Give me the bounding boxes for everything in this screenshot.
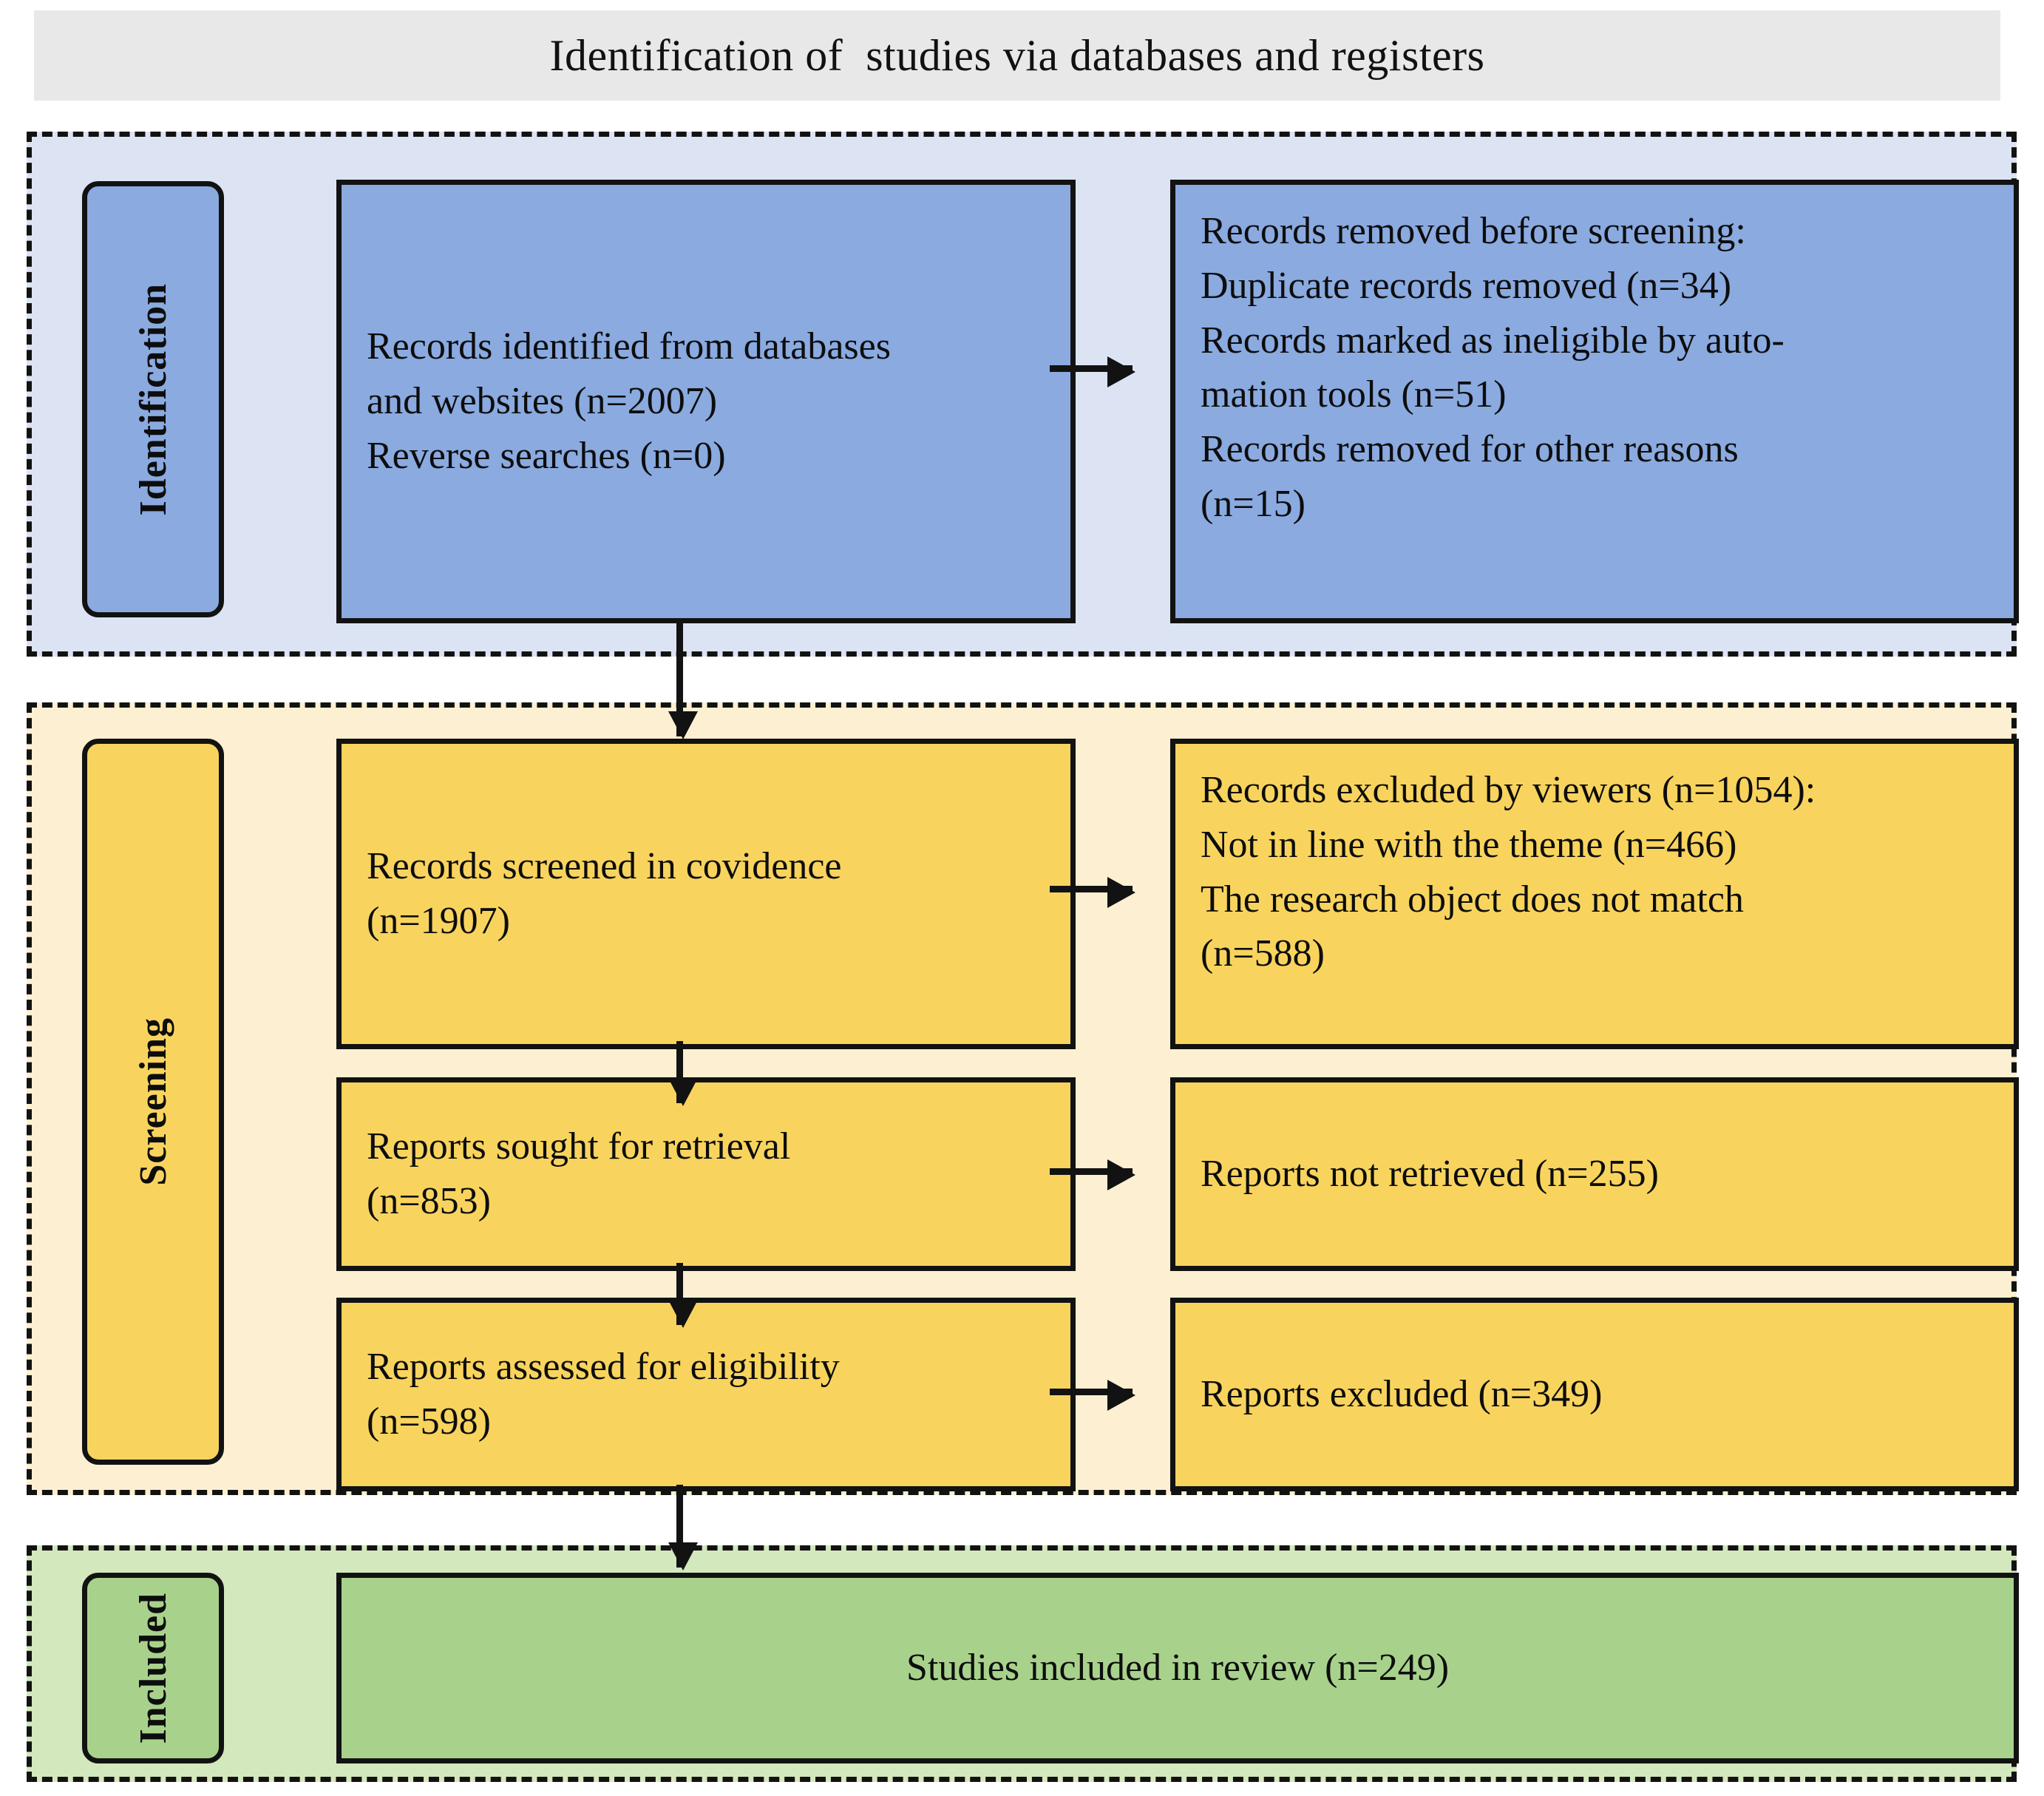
node-studies-included-in-review: Studies included in review (n=249) xyxy=(336,1573,2019,1763)
node-reports-excluded: Reports excluded (n=349) xyxy=(1170,1298,2019,1491)
arrow-down-identification-to-screening xyxy=(668,620,698,739)
node-studies-included-text: Studies included in review (n=249) xyxy=(906,1647,1450,1690)
stage-screening: Screening Records screened in covidence … xyxy=(27,702,2019,1495)
stage-label-identification-text: Identification xyxy=(132,282,174,516)
arrow-right-sought-to-not-retrieved xyxy=(1050,1159,1135,1190)
node-records-removed-before-screening: Records removed before screening: Duplic… xyxy=(1170,180,2019,623)
node-reports-excluded-text: Reports excluded (n=349) xyxy=(1201,1373,1603,1416)
node-reports-sought-text: Reports sought for retrieval (n=853) xyxy=(367,1125,791,1222)
node-records-excluded-text: Records excluded by viewers (n=1054): No… xyxy=(1201,769,1816,975)
node-records-removed-text: Records removed before screening: Duplic… xyxy=(1201,210,1785,526)
stage-label-included: Included xyxy=(82,1573,224,1763)
node-reports-assessed-text: Reports assessed for eligibility (n=598) xyxy=(367,1346,840,1443)
node-reports-sought-for-retrieval: Reports sought for retrieval (n=853) xyxy=(336,1077,1076,1271)
node-reports-assessed-for-eligibility: Reports assessed for eligibility (n=598) xyxy=(336,1298,1076,1491)
arrow-down-screened-to-sought xyxy=(668,1041,698,1106)
arrow-right-assessed-to-excluded xyxy=(1050,1380,1135,1411)
diagram-header-banner: Identification of studies via databases … xyxy=(34,10,2000,101)
node-records-screened-text: Records screened in covidence (n=1907) xyxy=(367,845,842,942)
node-records-screened: Records screened in covidence (n=1907) xyxy=(336,739,1076,1049)
stage-label-included-text: Included xyxy=(132,1592,174,1744)
stage-label-identification: Identification xyxy=(82,181,224,617)
node-reports-not-retrieved: Reports not retrieved (n=255) xyxy=(1170,1077,2019,1271)
page-title: Identification of studies via databases … xyxy=(549,30,1485,80)
arrow-down-sought-to-assessed xyxy=(668,1263,698,1328)
stage-included: Included Studies included in review (n=2… xyxy=(27,1545,2019,1782)
stage-label-screening: Screening xyxy=(82,739,224,1465)
node-records-identified: Records identified from databases and we… xyxy=(336,180,1076,623)
node-records-identified-text: Records identified from databases and we… xyxy=(367,325,891,477)
node-records-excluded-by-viewers: Records excluded by viewers (n=1054): No… xyxy=(1170,739,2019,1049)
node-reports-not-retrieved-text: Reports not retrieved (n=255) xyxy=(1201,1153,1659,1196)
stage-label-screening-text: Screening xyxy=(132,1017,174,1186)
arrow-down-assessed-to-included xyxy=(668,1485,698,1570)
arrow-right-screened-to-excluded xyxy=(1050,877,1135,908)
arrow-right-identified-to-removed xyxy=(1050,356,1135,387)
stage-identification: Identification Records identified from d… xyxy=(27,132,2019,657)
